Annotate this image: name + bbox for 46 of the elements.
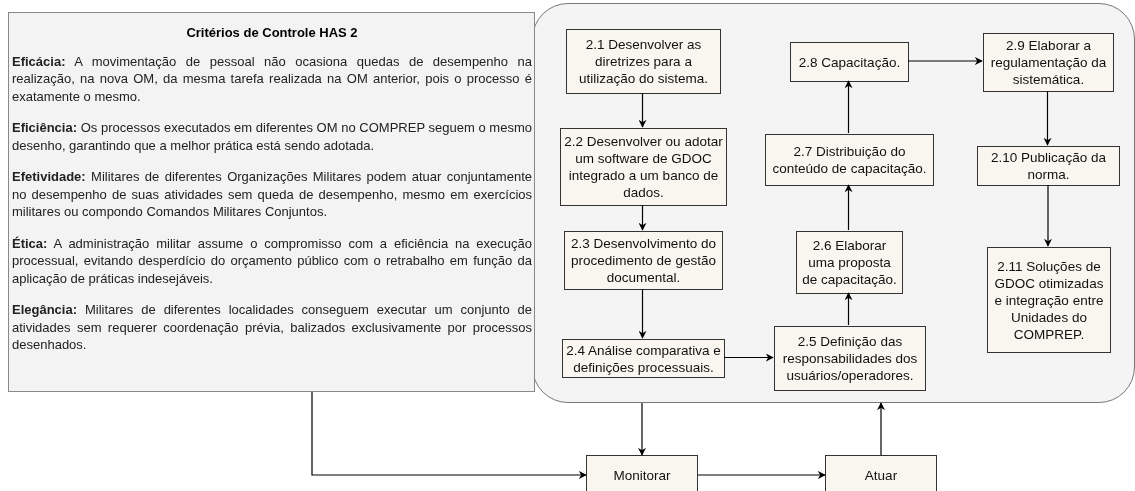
arrow <box>1044 184 1052 247</box>
process-box <box>790 42 909 82</box>
box-label: 2.9 Elaborar a regulamentação da sistemática. <box>989 37 1108 88</box>
process-box <box>765 134 934 186</box>
criterion-text: Elegância: Militares de diferentes localidades conseguem executar um conjunto de atividades sem requerer coordenação prévia, balizados exclusivamente por processos desenhados. <box>12 301 532 354</box>
arrow <box>844 184 853 231</box>
box-label: 2.11 Soluções de GDOC otimizadas e integração entre Unidades do COMPREP. <box>993 257 1105 343</box>
criteria-panel <box>8 12 535 392</box>
box-label: 2.3 Desenvolvimento do procedimento de gestão documental. <box>570 235 717 286</box>
arrow <box>877 402 885 456</box>
box-label: 2.2 Desenvolver ou adotar um software de GDOC integrado a um banco de dados. <box>564 133 723 201</box>
arrow <box>638 402 646 456</box>
box-label: Atuar <box>864 466 898 484</box>
box-label: 2.10 Publicação da norma. <box>990 149 1107 183</box>
criterion-text: Eficácia: A movimentação de pessoal não ocasiona quedas de desempenho na realização, na nova OM, da mesma tarefa realizada na OM anterior, pois o processo é exatamente o mesmo. <box>12 52 532 105</box>
box-label: 2.4 Análise comparativa e definições processuais. <box>566 341 721 376</box>
process-box <box>586 455 698 491</box>
criterion-text: Eficiência: Os processos executados em diferentes OM no COMPREP seguem o mesmo desenho, garantindo que a melhor prática está sendo adotada. <box>12 119 532 154</box>
arrow <box>723 353 774 362</box>
criterion-text: Efetividade: Militares de diferentes Organizações Militares podem atuar conjuntamente no desempenho de suas atividades sem queda de desempenho, mesmo em exercícios militares ou compondo Comandos Militares Conjuntos. <box>12 168 532 221</box>
group-container <box>532 3 1135 403</box>
arrow <box>638 204 647 231</box>
arrow <box>638 288 647 339</box>
process-box <box>774 326 926 391</box>
panel-heading: Critérios de Controle HAS 2 <box>185 24 359 42</box>
process-box <box>977 146 1120 186</box>
process-box <box>987 247 1111 353</box>
process-box <box>796 231 903 294</box>
process-box <box>825 455 937 491</box>
process-box <box>983 33 1114 92</box>
box-label: 2.7 Distribuição do conteúdo de capacitação. <box>771 143 928 177</box>
box-label: 2.1 Desenvolver as diretrizes para a utilização do sistema. <box>577 36 710 87</box>
arrow <box>697 471 826 479</box>
arrow <box>907 57 983 65</box>
box-label: 2.6 Elaborar uma proposta de capacitação. <box>801 237 898 288</box>
arrow <box>638 92 647 128</box>
process-box <box>564 231 723 290</box>
box-label: Monitorar <box>613 466 671 484</box>
arrow <box>1043 90 1052 146</box>
arrow <box>844 80 853 134</box>
box-label: 2.8 Capacitação. <box>798 53 901 71</box>
arrow <box>844 292 853 326</box>
criterion-text: Ética: A administração militar assume o compromisso com a eficiência na execução processual, evitando desperdício do orçamento público com o retrabalho em função da aplicação de práticas indesejáveis. <box>12 234 532 287</box>
process-box <box>566 29 721 94</box>
arrow <box>311 391 587 479</box>
box-label: 2.5 Definição das responsabilidades dos usuários/operadores. <box>781 333 919 384</box>
